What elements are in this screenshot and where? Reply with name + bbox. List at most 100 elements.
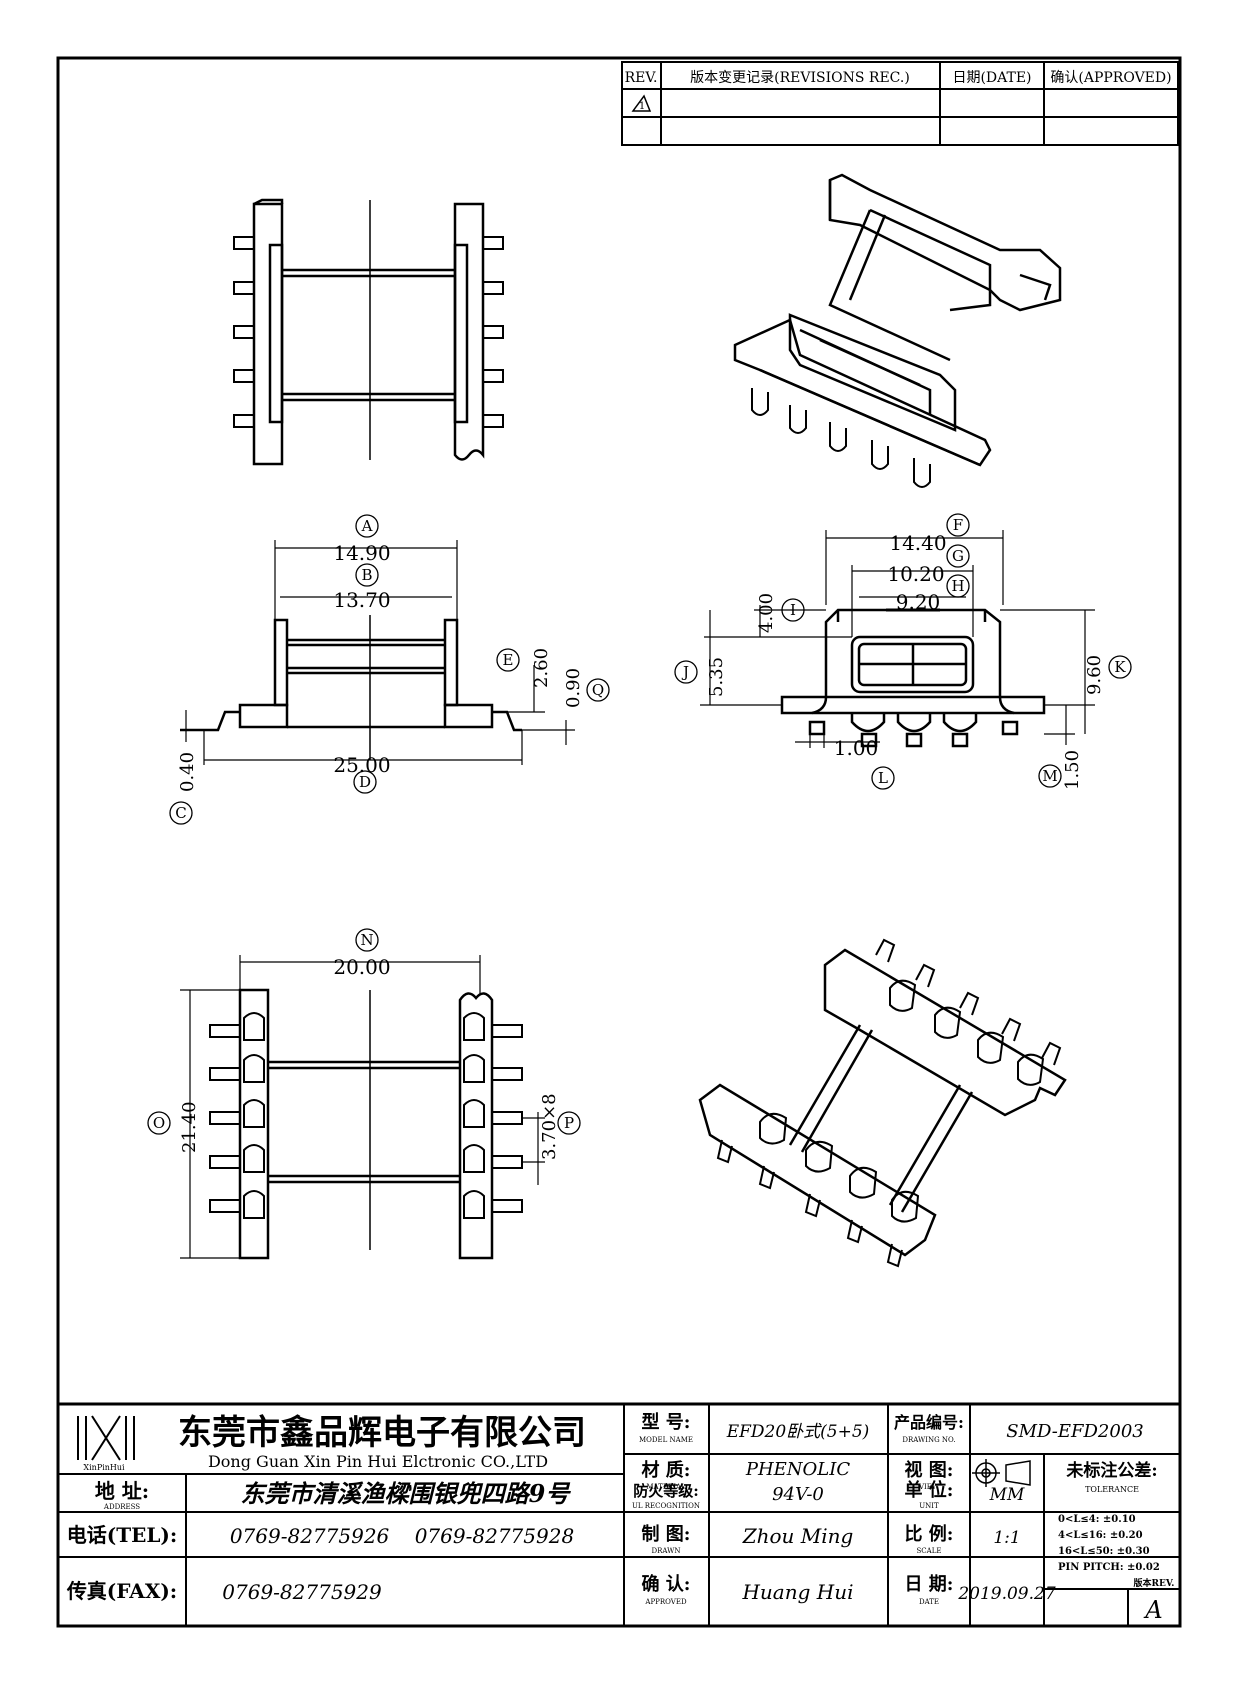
tel-values: 0769-82775926 0769-82775928: [230, 1524, 574, 1548]
dim-b-marker: [355, 563, 379, 587]
dim-o-marker: [147, 1111, 171, 1135]
revision-symbol: 1: [639, 101, 645, 112]
revision-table: REV. 版本变更记录(REVISIONS REC.) 日期(DATE) 确认(…: [621, 61, 1179, 146]
tel-label: 电话(TEL):: [67, 1523, 178, 1547]
date-header: 日期(DATE): [952, 70, 1031, 86]
address-value: 东莞市清溪渔樑围银兜四路9号: [241, 1479, 572, 1508]
fax-value: 0769-82775929: [222, 1580, 382, 1604]
dim-e-label: E: [503, 651, 514, 669]
address-label: 地 址:: [95, 1479, 149, 1503]
side-view: F 14.40 G 10.20 H 9.20 I 4.00 J 5.35 K 9…: [674, 513, 1132, 790]
dim-g-label: G: [952, 547, 964, 565]
model-label-en: MODEL NAME: [639, 1436, 693, 1444]
model-label: 型 号:: [642, 1411, 691, 1433]
tolerance-label-en: TOLERANCE: [1085, 1485, 1139, 1494]
unit-label-en: UNIT: [919, 1502, 939, 1510]
dim-j-label: J: [681, 663, 689, 681]
scale-value: 1:1: [993, 1528, 1020, 1548]
date-label: 日 期:: [905, 1574, 954, 1595]
rev-header: REV.: [625, 70, 658, 86]
drawn-value: Zhou Ming: [742, 1524, 854, 1548]
dim-l-value: 1.00: [834, 736, 879, 760]
dim-h-marker: [946, 574, 970, 598]
dim-m-value: 1.50: [1062, 750, 1083, 790]
logo-text: XinPinHui: [83, 1463, 125, 1472]
revisions-header: 版本变更记录(REVISIONS REC.): [690, 70, 910, 86]
drawn-label-en: DRAWN: [652, 1547, 681, 1555]
dim-f-label: F: [953, 516, 963, 534]
dim-a-value: 14.90: [333, 541, 390, 565]
tolerance-row-4: PIN PITCH: ±0.02: [1058, 1562, 1160, 1573]
dim-j-marker: [674, 660, 698, 684]
dim-e-value: 2.60: [531, 648, 552, 688]
address-label-en: ADDRESS: [103, 1503, 140, 1511]
dim-q-marker: [586, 678, 610, 702]
dim-f-marker: [946, 513, 970, 537]
drawn-label: 制 图:: [642, 1524, 691, 1545]
dim-b-label: B: [361, 566, 372, 584]
date-value: 2019.09.27: [957, 1584, 1056, 1604]
dim-g-value: 10.20: [887, 562, 944, 586]
tolerance-row-2: 4<L≤16: ±0.20: [1058, 1530, 1143, 1541]
drawing-no-value: SMD-EFD2003: [1006, 1421, 1143, 1442]
sheet-border: [56, 56, 1182, 1628]
company-logo: [77, 1415, 135, 1461]
dim-b-value: 13.70: [333, 588, 390, 612]
material-label: 材 质:: [642, 1459, 691, 1481]
model-value: EFD20卧式(5+5): [726, 1422, 870, 1442]
dim-c-label: C: [175, 804, 186, 822]
drawing-no-label: 产品编号:: [894, 1413, 964, 1432]
isometric-view-bottom: [698, 938, 1067, 1268]
fax-label: 传真(FAX):: [66, 1579, 177, 1603]
dim-n-label: N: [360, 931, 373, 949]
ul-value: 94V-0: [772, 1484, 824, 1505]
bottom-view: N 20.00 O 21.40 P 3.70×8: [147, 928, 581, 1260]
unit-value: MM: [989, 1485, 1025, 1505]
view-label-en: VIEW: [918, 1483, 940, 1491]
dim-c-marker: [169, 801, 193, 825]
dim-k-value: 9.60: [1084, 655, 1105, 695]
dim-d-value: 25.00: [333, 753, 390, 777]
dim-i-label: I: [790, 601, 796, 619]
dim-h-label: H: [951, 577, 964, 595]
dim-a-label: A: [361, 517, 373, 535]
approved-label-en: APPROVED: [644, 1598, 687, 1606]
ul-label-en: UL RECOGNITION: [632, 1502, 700, 1510]
dim-c-value: 0.40: [177, 752, 198, 792]
dim-e-marker: [496, 648, 520, 672]
rev-value: A: [1143, 1596, 1162, 1624]
scale-label-en: SCALE: [917, 1547, 942, 1555]
dim-h-value: 9.20: [896, 590, 941, 614]
dim-j-value: 5.35: [706, 657, 727, 697]
ul-label: 防火等级:: [633, 1482, 699, 1500]
date-label-en: DATE: [919, 1598, 939, 1606]
isometric-view-top: [733, 173, 1062, 488]
dim-k-label: K: [1114, 658, 1126, 676]
drawing-no-label-en: DRAWING NO.: [902, 1436, 955, 1444]
dim-p-label: P: [564, 1114, 574, 1132]
unit-label: 单 位:: [905, 1479, 954, 1501]
dim-d-marker: [353, 770, 377, 794]
dim-i-marker: [781, 598, 805, 622]
dim-k-marker: [1108, 655, 1132, 679]
dim-n-marker: [355, 928, 379, 952]
dim-a-marker: [355, 514, 379, 538]
projection-symbol-icon: [972, 1459, 1031, 1487]
dim-o-label: O: [153, 1114, 165, 1132]
front-view: A 14.90 B 13.70 D 25.00 C 0.40 E 2.60 Q …: [169, 514, 610, 825]
company-name-cn: 东莞市鑫品辉电子有限公司: [178, 1413, 586, 1453]
dim-l-marker: [871, 766, 895, 790]
tolerance-label: 未标注公差:: [1065, 1460, 1157, 1481]
title-block: XinPinHui 东莞市鑫品辉电子有限公司 Dong Guan Xin Pin…: [56, 1402, 1182, 1628]
top-view: [233, 198, 504, 466]
dim-l-label: L: [878, 769, 888, 787]
view-label: 视 图:: [905, 1459, 954, 1481]
dim-d-label: D: [359, 773, 371, 791]
dim-n-value: 20.00: [333, 955, 390, 979]
revision-triangle-icon: [631, 94, 652, 112]
dim-q-value: 0.90: [563, 668, 584, 708]
dim-q-label: Q: [592, 681, 604, 699]
material-label-en: MATERIAL: [646, 1483, 686, 1491]
dim-i-value: 4.00: [756, 593, 777, 633]
